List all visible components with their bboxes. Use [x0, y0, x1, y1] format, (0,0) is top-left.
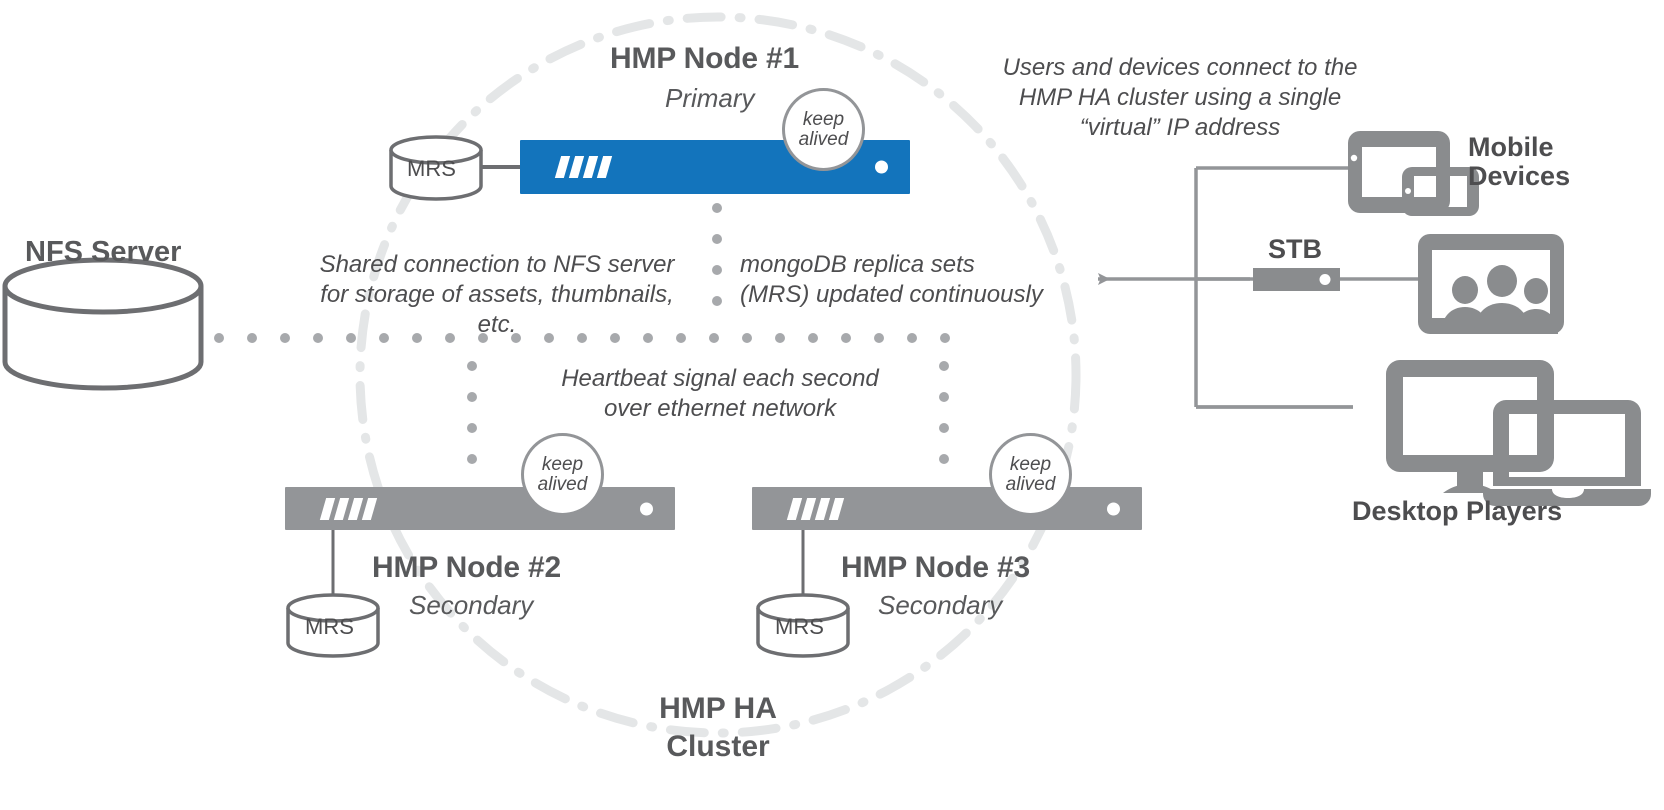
- annotation-heartbeat-line2: over ethernet network: [603, 395, 837, 422]
- heartbeat-dotted-line-node2: [467, 361, 477, 464]
- node3-title: HMP Node #3: [841, 551, 1030, 584]
- cluster-boundary-label-line1: HMP HA: [659, 692, 777, 725]
- tv-viewers-icon: [1418, 234, 1564, 334]
- annotation-nfs-shared-line2: for storage of assets, thumbnails, etc.: [320, 281, 674, 338]
- server-vent-slashes-node3: [786, 497, 845, 520]
- mobile-devices-label-line2: Devices: [1468, 161, 1571, 191]
- annotation-mongo-line1: mongoDB replica sets: [740, 251, 975, 278]
- node3-role: Secondary: [878, 590, 1003, 620]
- mrs-label-node1: MRS: [407, 156, 456, 181]
- mongo-replication-dotted-line: [712, 203, 722, 306]
- node1-title: HMP Node #1: [610, 42, 799, 75]
- stb-icon: [1253, 268, 1340, 291]
- server-led-node1: [875, 160, 888, 174]
- node2-title: HMP Node #2: [372, 551, 561, 584]
- node2-role: Secondary: [409, 590, 534, 620]
- mrs-label-node2: MRS: [305, 614, 354, 639]
- annotation-heartbeat: Heartbeat signal each second over ethern…: [520, 364, 920, 424]
- keepalived-label-line1: keep: [541, 453, 584, 475]
- desktop-players-label: Desktop Players: [1352, 496, 1563, 526]
- heartbeat-dotted-line-node3: [939, 361, 949, 464]
- cluster-boundary-label: HMP HA Cluster: [648, 690, 788, 766]
- mobile-devices-label: Mobile Devices: [1468, 133, 1570, 191]
- server-led-node3: [1107, 502, 1120, 515]
- annotation-mongo-replica: mongoDB replica sets (MRS) updated conti…: [740, 250, 1080, 310]
- annotation-nfs-shared-line1: Shared connection to NFS server: [319, 251, 675, 278]
- annotation-virtual-ip: Users and devices connect to the HMP HA …: [980, 53, 1380, 143]
- annotation-virtual-ip-line1: Users and devices connect to the: [1002, 54, 1358, 81]
- annotation-nfs-shared: Shared connection to NFS server for stor…: [298, 250, 696, 340]
- keepalived-badge-node1[interactable]: keep alived: [782, 88, 865, 171]
- cluster-boundary-label-line2: Cluster: [666, 730, 770, 763]
- mrs-label-node3: MRS: [775, 614, 824, 639]
- server-led-node2: [640, 502, 653, 515]
- mobile-devices-label-line1: Mobile: [1468, 132, 1554, 162]
- server-bar-node3[interactable]: [752, 487, 1142, 530]
- annotation-heartbeat-line1: Heartbeat signal each second: [561, 365, 879, 392]
- server-vent-slashes-node2: [319, 497, 378, 520]
- desktop-players-icon: [1386, 360, 1651, 506]
- server-vent-slashes-node1: [554, 156, 613, 178]
- nfs-server-label: NFS Server: [25, 236, 182, 268]
- annotation-virtual-ip-line2: HMP HA cluster using a single: [1018, 84, 1342, 111]
- keepalived-label-line2: alived: [537, 473, 588, 495]
- annotation-mongo-line2: (MRS) updated continuously: [740, 281, 1043, 308]
- server-bar-node2[interactable]: [285, 487, 675, 530]
- keepalived-label-line2: alived: [1005, 473, 1056, 495]
- node1-role: Primary: [665, 83, 755, 113]
- nfs-server-cylinder: [2, 257, 204, 391]
- keepalived-label-line1: keep: [1009, 453, 1052, 475]
- stb-label: STB: [1268, 234, 1322, 264]
- keepalived-badge-node3[interactable]: keep alived: [989, 433, 1072, 516]
- annotation-virtual-ip-line3: “virtual” IP address: [1079, 114, 1281, 141]
- keepalived-badge-node2[interactable]: keep alived: [521, 433, 604, 516]
- mobile-devices-icon: [1348, 131, 1479, 216]
- client-network-bus: [1194, 166, 1353, 409]
- keepalived-label-line2: alived: [798, 128, 849, 150]
- keepalived-label-line1: keep: [802, 108, 845, 130]
